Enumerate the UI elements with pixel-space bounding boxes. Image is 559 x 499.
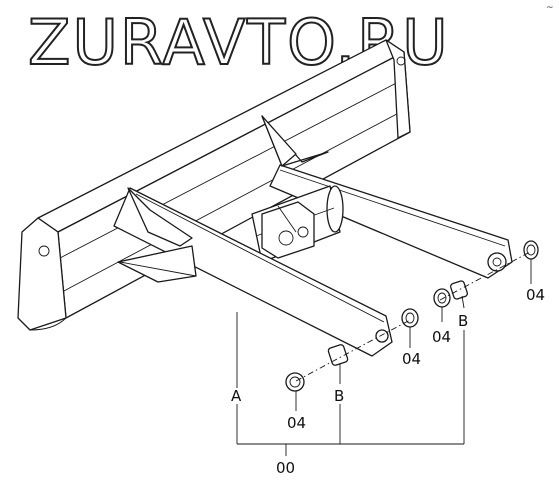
label-04-right-outer: 04 xyxy=(526,286,545,304)
dozer-blade xyxy=(17,39,411,331)
label-a: A xyxy=(231,387,242,405)
label-b-left: B xyxy=(334,387,344,405)
right-hardware xyxy=(433,240,539,308)
washer-left-inner xyxy=(285,372,305,392)
bushing-left xyxy=(327,344,349,366)
push-frame xyxy=(113,115,513,357)
watermark-text: ZURAVTO.RU xyxy=(28,6,450,79)
callout-labels: A B B 04 04 04 04 00 xyxy=(231,286,545,477)
washer-left-outer xyxy=(401,308,419,328)
washer-right-inner xyxy=(433,288,451,308)
corner-mark: ~ xyxy=(546,3,554,13)
label-04-left-outer: 04 xyxy=(402,350,421,368)
bushing-right xyxy=(450,280,468,300)
label-b-right: B xyxy=(458,312,468,330)
washer-right-outer xyxy=(523,240,539,260)
leader-lines xyxy=(236,259,532,456)
label-00-assembly: 00 xyxy=(276,459,295,477)
label-04-right-inner: 04 xyxy=(432,328,451,346)
label-04-left-inner: 04 xyxy=(287,414,306,432)
